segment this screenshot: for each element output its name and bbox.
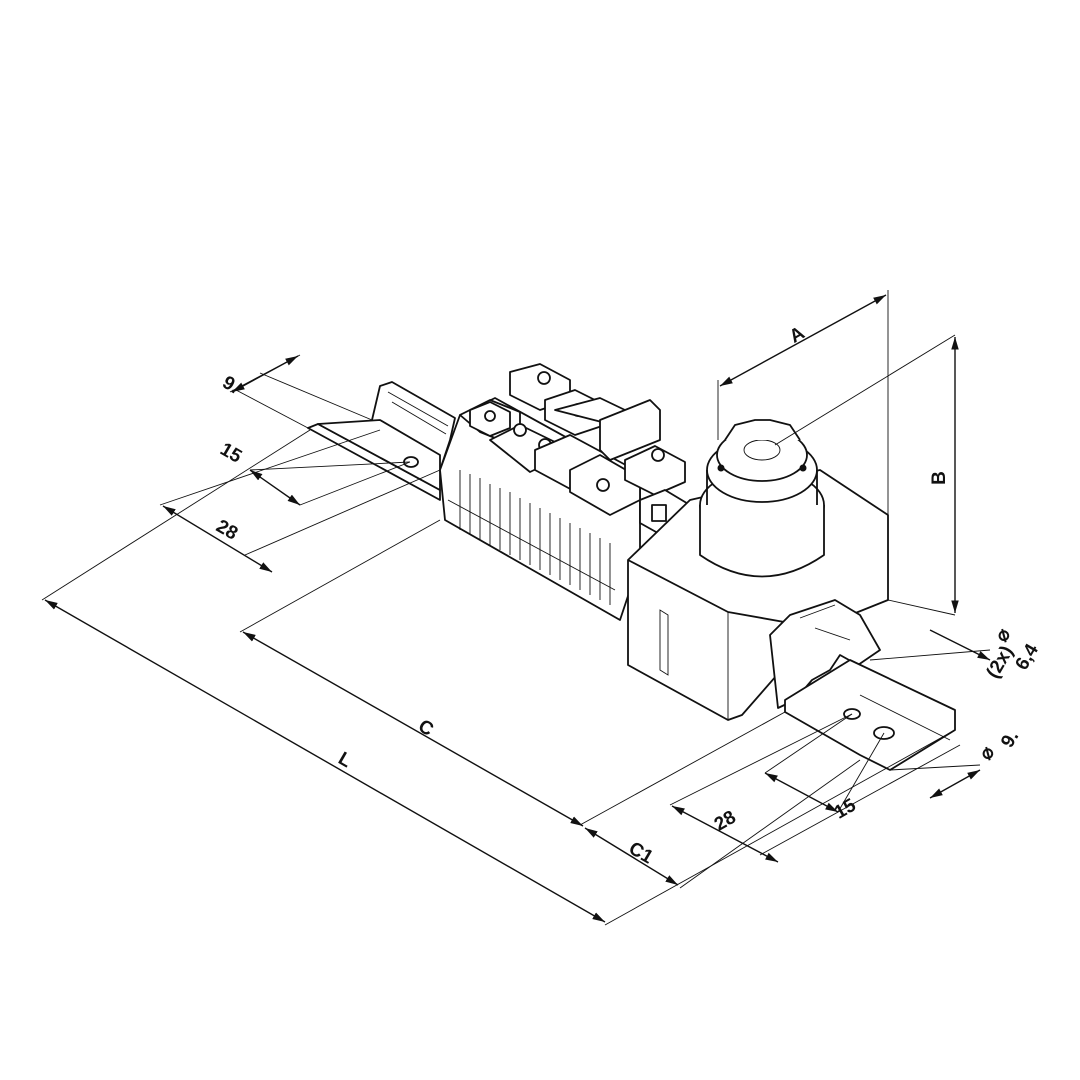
dim-right-28-line (671, 805, 779, 863)
dim-l-line (44, 599, 606, 923)
dim-right-28-label: 28 (711, 807, 740, 836)
dim-a-line (719, 294, 887, 387)
dim-c1-label: C1 (625, 838, 657, 869)
dim-c-label: C (415, 716, 438, 741)
dim-right-9-label: 9. (997, 727, 1023, 751)
dim-c-line (242, 631, 584, 827)
dim-left-15-label: 15 (216, 439, 245, 468)
dim-left-28-label: 28 (212, 516, 241, 545)
dim-left-28-line (162, 505, 273, 573)
dimension-lines (41, 290, 991, 926)
dim-right-9-line (929, 769, 981, 799)
dim-right-9-symbol: ⌀ (975, 743, 999, 764)
dim-c1-line (584, 827, 679, 886)
dim-hole-dia-label: 6,4 (1012, 640, 1044, 674)
dim-b-label: B (929, 471, 950, 485)
dim-a-label: A (786, 323, 809, 348)
dim-right-15-label: 15 (831, 795, 860, 824)
terminal-blocks (439, 363, 691, 621)
dim-left-9-label: 9. (219, 372, 243, 398)
right-din-rail (769, 599, 956, 771)
fuse-housing (627, 419, 889, 721)
left-din-rail (307, 381, 456, 501)
dim-left-9-line (231, 355, 299, 393)
dim-right-15-line (764, 772, 839, 813)
dim-left-15-line (249, 469, 301, 506)
dim-hole-dia-symbol: ⌀ (991, 625, 1015, 646)
dim-hole-leader (929, 629, 991, 661)
